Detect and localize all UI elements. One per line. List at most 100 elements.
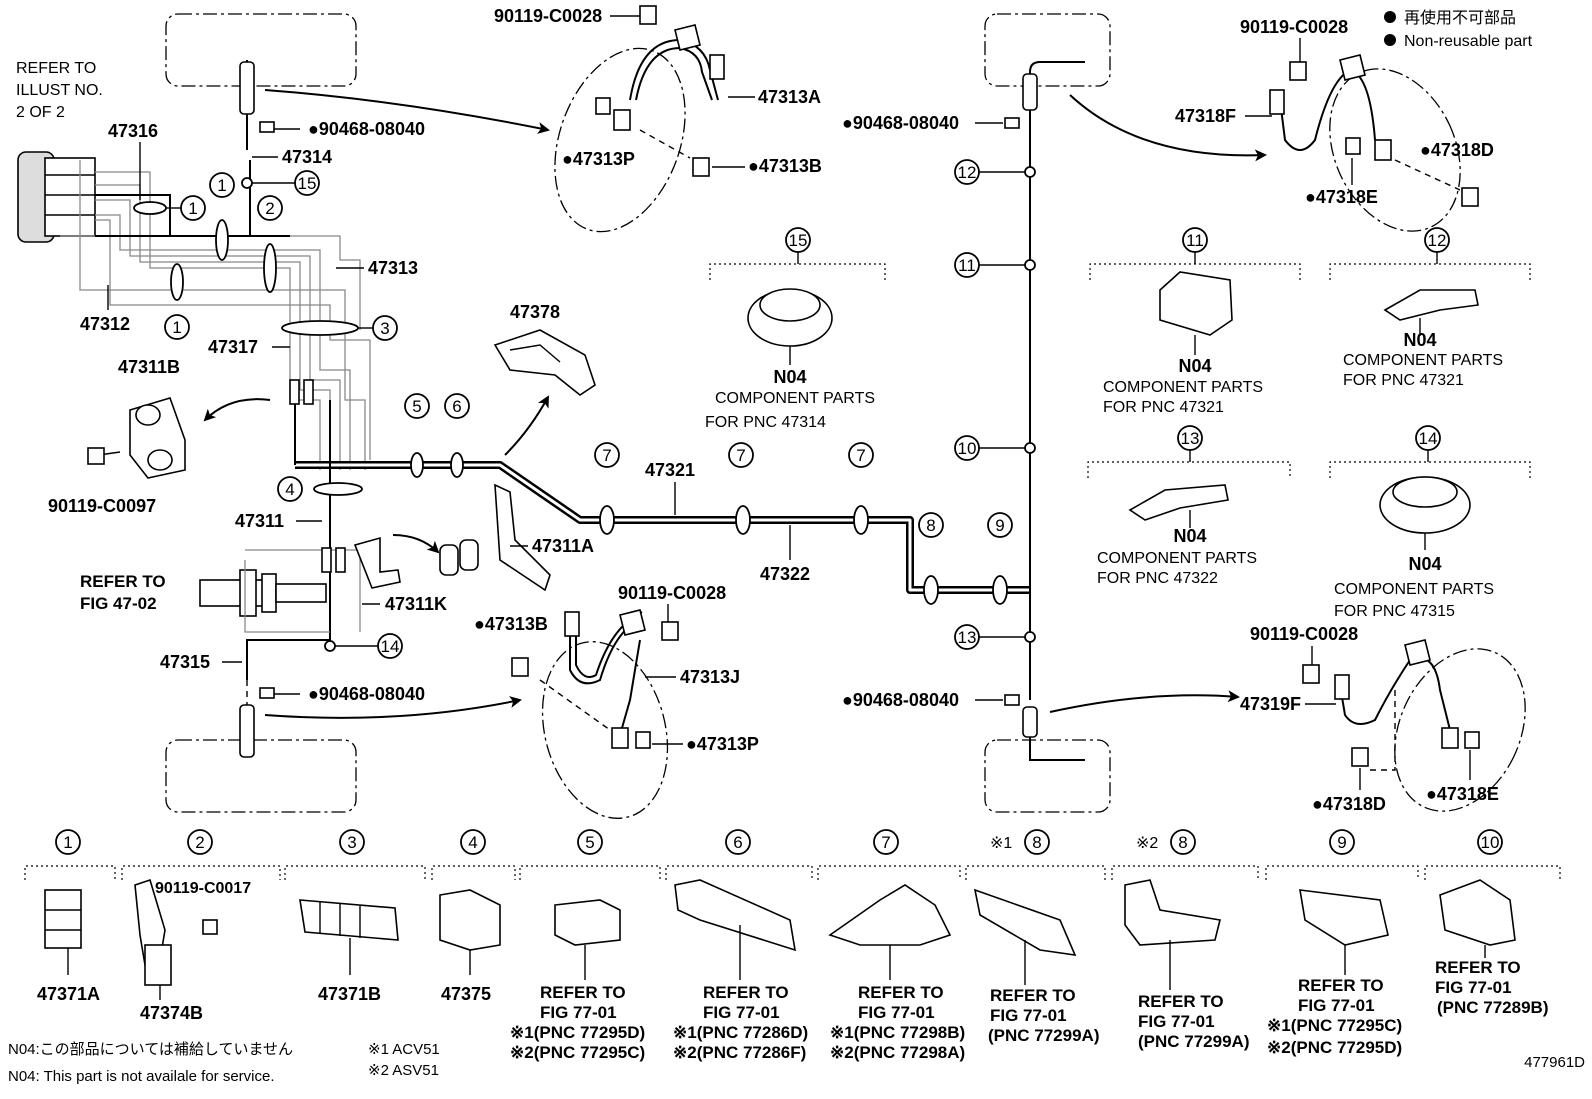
callout-10: 10 <box>958 439 977 458</box>
callout-box-15: 15 <box>789 231 808 250</box>
label-47311B: 47311B <box>118 357 180 377</box>
svg-text:※2(PNC 77295D): ※2(PNC 77295D) <box>1267 1038 1402 1057</box>
master-cylinder <box>199 569 327 617</box>
callout-5: 5 <box>412 397 421 416</box>
label-47313J: 47313J <box>680 667 740 687</box>
svg-text:※2(PNC 77298A): ※2(PNC 77298A) <box>830 1043 965 1062</box>
callout-4: 4 <box>285 480 294 499</box>
label-47378: 47378 <box>510 302 560 322</box>
callout-13: 13 <box>958 628 977 647</box>
svg-text:FOR PNC 47315: FOR PNC 47315 <box>1334 603 1455 620</box>
row-8b-prefix: ※2 <box>1136 835 1158 852</box>
callout-12: 12 <box>958 163 977 182</box>
label-47316: 47316 <box>108 121 158 141</box>
row-1-part: 47371A <box>37 984 100 1004</box>
svg-text:REFER TO: REFER TO <box>703 983 789 1002</box>
label-47313: 47313 <box>368 258 418 278</box>
svg-text:COMPONENT PARTS: COMPONENT PARTS <box>1334 581 1494 598</box>
row-4-part: 47375 <box>441 984 491 1004</box>
brake-actuator <box>17 151 96 243</box>
callout-1b: 1 <box>217 176 226 195</box>
label-47318D-top: ●47318D <box>1420 140 1494 160</box>
row-2-bolt: 90119-C0017 <box>155 880 251 897</box>
callout-box-14: 14 <box>1419 429 1438 448</box>
svg-text:COMPONENT PARTS: COMPONENT PARTS <box>1343 352 1503 369</box>
label-90468-3: ●90468-08040 <box>842 113 959 133</box>
callout-14: 14 <box>381 637 400 656</box>
refer-illust-label: REFER TO ILLUST NO. 2 OF 2 <box>16 60 103 121</box>
row-2-part: 47374B <box>140 1003 203 1023</box>
svg-text:N04: N04 <box>1173 526 1206 546</box>
wheel-area-rear-left <box>165 739 357 813</box>
svg-text:2 OF 2: 2 OF 2 <box>16 104 65 121</box>
label-47322: 47322 <box>760 564 810 584</box>
label-47313B-top: ●47313B <box>748 156 822 176</box>
callout-7a: 7 <box>602 446 611 465</box>
callout-row-8b: 8 <box>1178 833 1187 852</box>
hose-detail-front-left <box>554 5 725 233</box>
svg-text:FIG 77-01: FIG 77-01 <box>1298 996 1375 1015</box>
svg-text:REFER TO: REFER TO <box>540 983 626 1002</box>
callout-row-10: 10 <box>1481 833 1500 852</box>
svg-text:ILLUST NO.: ILLUST NO. <box>16 82 103 99</box>
row-3-part: 47371B <box>318 984 381 1004</box>
svg-text:(PNC 77289B): (PNC 77289B) <box>1437 998 1549 1017</box>
component-box-15 <box>709 252 886 365</box>
svg-text:※1(PNC 77286D): ※1(PNC 77286D) <box>673 1023 808 1042</box>
svg-text:N04: N04 <box>773 367 806 387</box>
label-47319F: 47319F <box>1240 694 1301 714</box>
callout-row-9: 9 <box>1337 833 1346 852</box>
svg-text:REFER TO: REFER TO <box>858 983 944 1002</box>
front-left-hose-fitting <box>239 61 255 115</box>
svg-text:REFER TO: REFER TO <box>1298 976 1384 995</box>
label-47318D-bot: ●47318D <box>1312 794 1386 814</box>
callout-box-13: 13 <box>1181 429 1200 448</box>
label-90468-4: ●90468-08040 <box>842 690 959 710</box>
svg-text:REFER TO: REFER TO <box>1435 958 1521 977</box>
callout-circles: 1 1 1 2 3 4 5 6 7 7 7 8 9 10 11 12 13 14… <box>55 159 1503 855</box>
svg-text:FOR PNC 47322: FOR PNC 47322 <box>1097 570 1218 587</box>
rear-left-hose-fitting <box>239 704 255 758</box>
legend-jp: 再使用不可部品 <box>1404 9 1516 27</box>
svg-text:※2(PNC 77286F): ※2(PNC 77286F) <box>673 1043 806 1062</box>
svg-text:※2(PNC 77295C): ※2(PNC 77295C) <box>510 1043 645 1062</box>
svg-text:REFER TO: REFER TO <box>80 572 166 591</box>
hose-detail-front-right <box>1269 54 1479 232</box>
component-box-12 <box>1329 252 1531 336</box>
callout-3: 3 <box>380 319 389 338</box>
callout-6: 6 <box>452 397 461 416</box>
svg-text:FIG 77-01: FIG 77-01 <box>1138 1012 1215 1031</box>
label-47315: 47315 <box>160 652 210 672</box>
callout-7b: 7 <box>736 446 745 465</box>
callout-15: 15 <box>298 174 317 193</box>
callout-1a: 1 <box>188 199 197 218</box>
callout-row-6: 6 <box>733 833 742 852</box>
label-47312: 47312 <box>80 314 130 334</box>
callout-2: 2 <box>265 199 274 218</box>
legend-en: Non-reusable part <box>1404 33 1533 50</box>
svg-text:COMPONENT PARTS: COMPONENT PARTS <box>715 390 875 407</box>
label-47313B-bot: ●47313B <box>474 614 548 634</box>
footnotes: N04:この部品については補給していません N04: This part is … <box>8 1041 1585 1085</box>
svg-text:REFER TO: REFER TO <box>990 986 1076 1005</box>
label-47311K: 47311K <box>385 594 447 614</box>
svg-text:(PNC 77299A): (PNC 77299A) <box>988 1026 1100 1045</box>
hose-detail-rear-left <box>511 609 679 819</box>
bottom-row-frames <box>24 865 1561 880</box>
bracket-47311K <box>353 536 401 589</box>
figure-id: 477961D <box>1524 1054 1585 1071</box>
svg-text:FIG 77-01: FIG 77-01 <box>703 1003 780 1022</box>
label-90468-2: ●90468-08040 <box>308 684 425 704</box>
svg-text:N04: N04 <box>1408 554 1441 574</box>
label-90119-C0028-c: 90119-C0028 <box>1240 17 1348 37</box>
callout-row-1: 1 <box>63 833 72 852</box>
wheel-area-rear-right <box>984 739 1111 813</box>
callout-box-11: 11 <box>1186 231 1204 250</box>
footnote-jp: N04:この部品については補給していません <box>8 1041 293 1058</box>
label-90468-1: ●90468-08040 <box>308 119 425 139</box>
svg-text:FOR PNC 47321: FOR PNC 47321 <box>1103 399 1224 416</box>
callout-8: 8 <box>926 516 935 535</box>
svg-text:FOR PNC 47314: FOR PNC 47314 <box>705 414 826 431</box>
label-90119-C0028-d: 90119-C0028 <box>1250 624 1358 644</box>
